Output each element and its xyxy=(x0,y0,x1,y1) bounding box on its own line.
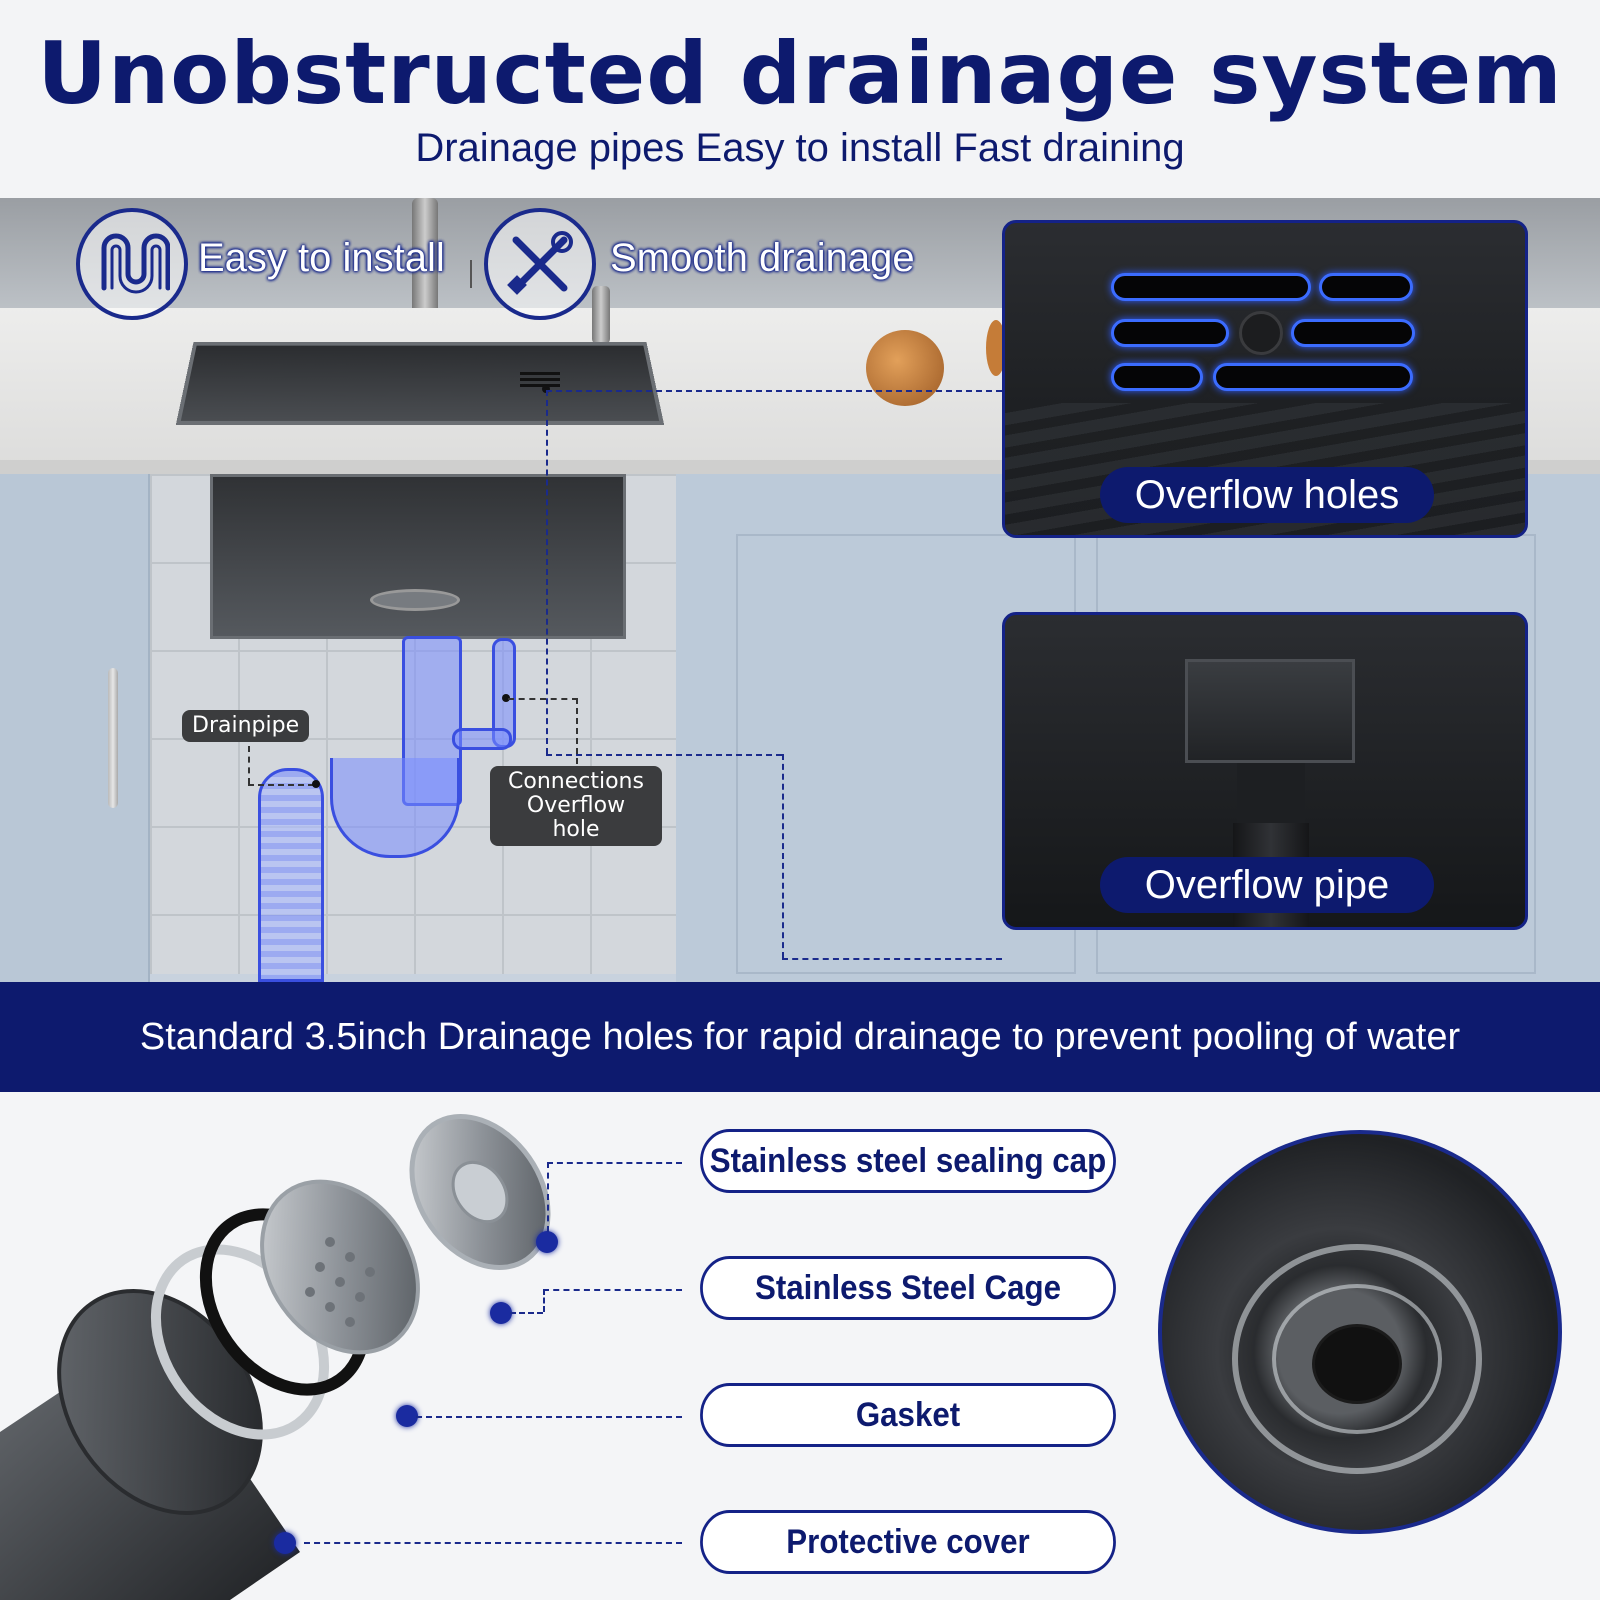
connector-line xyxy=(782,958,1002,960)
sink-drain xyxy=(370,589,460,611)
overflow-hole-dot xyxy=(542,385,550,393)
tools-icon xyxy=(507,231,573,295)
overflow-slot-mark xyxy=(520,372,560,388)
part-label-protective-cover: Protective cover xyxy=(700,1510,1116,1574)
part-label-cage: Stainless Steel Cage xyxy=(700,1256,1116,1320)
connector-line xyxy=(547,1162,682,1164)
info-band: Standard 3.5inch Drainage holes for rapi… xyxy=(0,982,1600,1092)
connections-line2: Overflow hole xyxy=(526,793,626,842)
overflow-pipe-label: Overflow pipe xyxy=(1100,857,1434,913)
feature-label-smooth-drainage: Smooth drainage xyxy=(610,236,915,280)
connector-line xyxy=(546,754,782,756)
drain-pipe-trap xyxy=(330,758,460,858)
overflow-fitting-stem xyxy=(1237,763,1305,823)
overflow-pipe-connector xyxy=(452,728,512,750)
connector-line xyxy=(782,754,784,958)
drain-assembly-illustration xyxy=(0,1114,551,1600)
connector-line xyxy=(546,390,1002,392)
connections-tag: Connections Overflow hole xyxy=(490,766,662,846)
connector-line xyxy=(547,1162,549,1232)
soap-dispenser xyxy=(592,286,610,344)
connections-line1: Connections xyxy=(508,769,644,794)
page-title: Unobstructed drainage system xyxy=(37,24,1563,124)
drain-hole xyxy=(1312,1324,1402,1404)
cabinet-handle xyxy=(108,668,118,808)
connector-line xyxy=(248,784,314,786)
connector-line xyxy=(508,698,578,700)
overflow-slot xyxy=(1111,319,1229,347)
connector-line xyxy=(416,1416,682,1418)
connector-line xyxy=(543,1289,545,1312)
overflow-slot xyxy=(1213,363,1413,391)
draining-water-photo xyxy=(1158,1130,1562,1534)
overflow-slot xyxy=(1111,363,1203,391)
feature-separator xyxy=(470,260,472,288)
overflow-slot xyxy=(1319,273,1413,301)
easy-install-badge xyxy=(76,208,188,320)
feature-label-easy-install: Easy to install xyxy=(198,236,445,280)
drainpipe-dot xyxy=(312,780,320,788)
overflow-fitting xyxy=(1185,659,1355,763)
fruit-partial xyxy=(986,320,1006,376)
cabinet-left xyxy=(0,474,150,982)
connection-dot xyxy=(502,694,510,702)
sink-basin-top xyxy=(175,342,665,425)
connector-line xyxy=(248,746,250,784)
overflow-holes-panel: Overflow holes xyxy=(1002,220,1528,538)
smooth-drainage-badge xyxy=(484,208,596,320)
sealing-cap-dot xyxy=(536,1231,558,1253)
part-label-gasket: Gasket xyxy=(700,1383,1116,1447)
kitchen-scene: Easy to install Smooth drainage Drainpip… xyxy=(0,198,1600,982)
cage-dot xyxy=(490,1302,512,1324)
water-swirl xyxy=(1272,1284,1442,1434)
connector-line xyxy=(510,1312,543,1314)
drain-pipe-flex xyxy=(258,768,324,982)
page-subtitle: Drainage pipes Easy to install Fast drai… xyxy=(415,126,1185,170)
part-label-sealing-cap: Stainless steel sealing cap xyxy=(700,1129,1116,1193)
connector-line xyxy=(304,1542,682,1544)
sink-body xyxy=(210,474,626,639)
header: Unobstructed drainage system Drainage pi… xyxy=(0,0,1600,198)
overflow-holes-label: Overflow holes xyxy=(1100,467,1434,523)
drainpipe-tag: Drainpipe xyxy=(182,710,310,742)
overflow-slot xyxy=(1111,273,1311,301)
pomegranate xyxy=(866,330,944,406)
connector-line xyxy=(546,390,548,754)
water-swirl xyxy=(1232,1244,1482,1474)
pipe-icon xyxy=(101,233,170,294)
overflow-slot xyxy=(1291,319,1415,347)
connector-line xyxy=(543,1289,682,1291)
protective-cover-dot xyxy=(274,1532,296,1554)
gasket-dot xyxy=(396,1405,418,1427)
overflow-pipe-panel: Overflow pipe xyxy=(1002,612,1528,930)
connector-line xyxy=(576,698,578,764)
overflow-knob xyxy=(1239,311,1283,355)
